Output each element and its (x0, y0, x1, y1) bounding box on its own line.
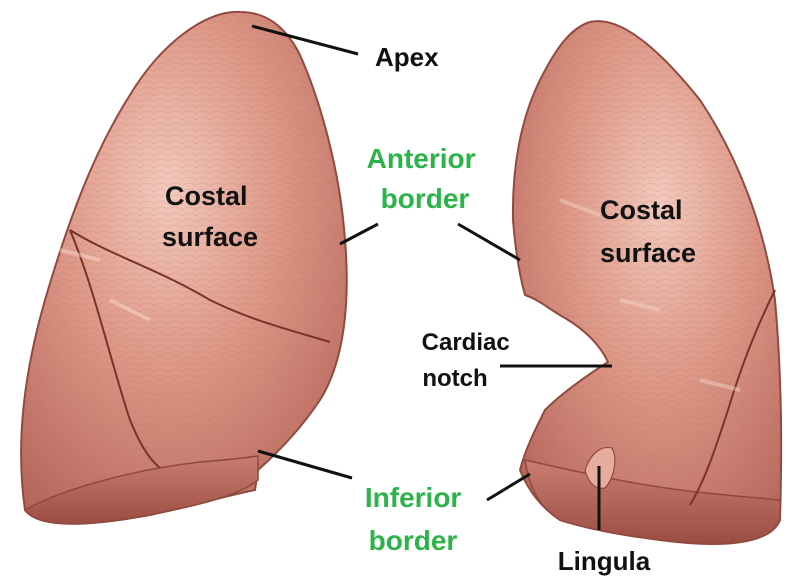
costal-surface-right-line-1: Costal (600, 195, 683, 225)
anterior-border-line-2: border (381, 183, 470, 214)
inferior-border-line-2: border (369, 525, 458, 556)
cardiac-notch-line-2: notch (422, 365, 487, 392)
inferior-border-leader-left (258, 451, 352, 478)
anterior-border-label: Anterior border (367, 143, 484, 214)
inferior-border-label: Inferior border (365, 482, 469, 556)
costal-surface-left-line-2: surface (162, 222, 258, 252)
costal-surface-right-line-2: surface (600, 238, 696, 268)
right-lung-illustration (21, 12, 347, 524)
left-lung-illustration (513, 21, 781, 544)
cardiac-notch-label: Cardiac notch (422, 329, 517, 392)
inferior-border-line-1: Inferior (365, 482, 462, 513)
apex-label: Apex (375, 42, 439, 72)
cardiac-notch-line-1: Cardiac (422, 329, 510, 356)
anterior-border-line-1: Anterior (367, 143, 476, 174)
anterior-border-leader-right (458, 224, 520, 260)
lingula-label: Lingula (558, 546, 651, 576)
inferior-border-leader-right (487, 474, 530, 500)
costal-surface-left-line-1: Costal (165, 181, 248, 211)
anterior-border-leader-left (340, 224, 378, 244)
